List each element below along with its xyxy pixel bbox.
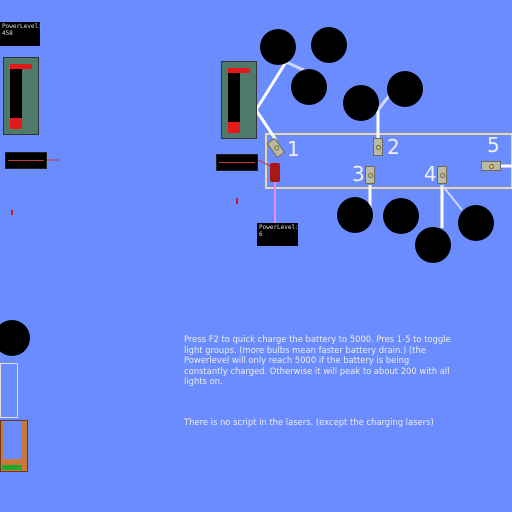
generator-indicator [2,465,22,470]
laser-beam [257,159,271,167]
light-bulb-icon [383,198,419,234]
group-label-4: 4 [424,162,437,186]
light-bulb-icon [458,205,494,241]
switch-icon-group-4[interactable] [437,166,447,184]
switch-icon-group-3[interactable] [365,166,375,184]
laser-emitter-icon [216,154,258,171]
laser-receiver [236,198,238,204]
light-bulb-icon [415,227,451,263]
group-label-2: 2 [387,135,400,159]
light-bulb-icon [311,27,347,63]
group-label-1: 1 [287,137,300,161]
battery-icon [3,57,39,135]
wire [254,109,278,141]
light-bulb-icon [291,69,327,105]
generator-slot [4,421,21,459]
laser-beam [8,160,44,161]
switch-panel-border [265,133,512,189]
switch-icon-group-5[interactable] [481,161,501,171]
light-bulb-icon [337,197,373,233]
battery-charge-fill [228,122,240,133]
power-level-label: PowerLevel: [259,224,299,231]
wire [441,184,463,211]
charging-laser-emitter-icon [270,163,280,182]
battery-cap [228,68,250,73]
battery-icon [221,61,257,139]
light-bulb-icon [343,85,379,121]
wire [254,61,288,111]
group-label-3: 3 [352,162,365,186]
laser-beam [219,162,255,163]
glass-panel [0,363,18,418]
laser-emitter-icon [5,152,47,169]
charge-power-readout: PowerLevel: 6 [257,223,299,246]
light-bulb-icon [387,71,423,107]
power-level-readout: PowerLevel: 458 [0,22,42,46]
power-level-label: PowerLevel: [2,23,42,30]
light-bulb-icon [0,320,30,356]
battery-cap [10,64,32,69]
power-level-value: 6 [259,231,263,238]
battery-cell [10,69,22,129]
instructions-line-2: There is no script in the lasers. (excep… [184,417,434,428]
battery-charge-fill [10,118,22,129]
instructions-line-1: Press F2 to quick charge the battery to … [184,334,451,387]
battery-cell [228,73,240,133]
light-bulb-icon [260,29,296,65]
laser-receiver [11,210,13,215]
generator-housing [0,420,28,472]
instructions-text: Press F2 to quick charge the battery to … [184,324,454,438]
group-label-5: 5 [487,133,500,157]
power-level-value: 458 [2,30,13,37]
switch-icon-group-2[interactable] [373,138,383,156]
